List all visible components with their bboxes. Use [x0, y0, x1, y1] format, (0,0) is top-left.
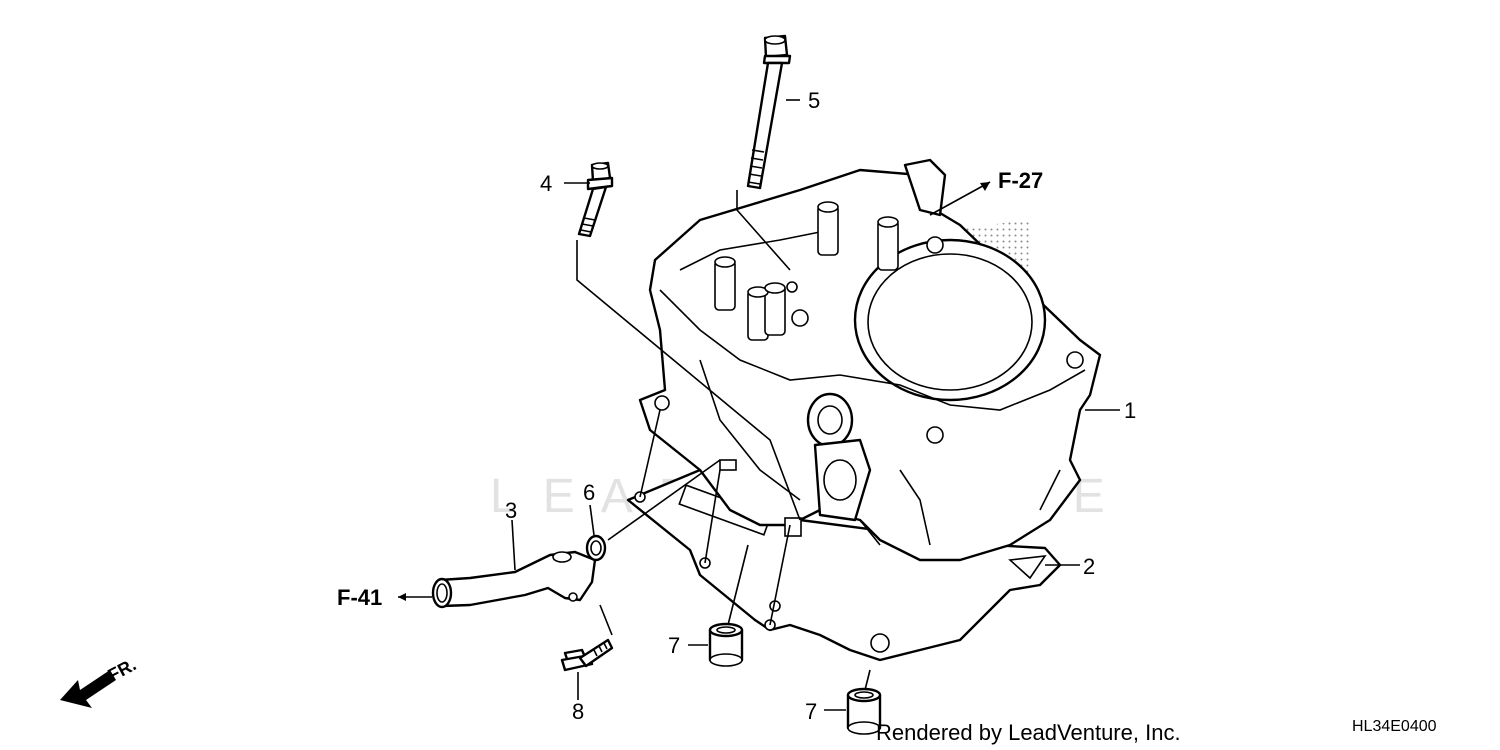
footer-credit: Rendered by LeadVenture, Inc. [876, 720, 1181, 745]
callout-7-upper[interactable]: 7 [668, 633, 680, 658]
callout-1[interactable]: 1 [1124, 398, 1136, 423]
leader-lines [398, 99, 1120, 711]
reference-f27[interactable]: F-27 [998, 168, 1043, 193]
callout-labels: 1 2 3 4 5 6 7 7 8 [505, 88, 1136, 724]
callout-6[interactable]: 6 [583, 480, 595, 505]
short-bolt-lower[interactable] [560, 638, 614, 672]
diagram-code: HL34E0400 [1352, 718, 1437, 735]
callout-8[interactable]: 8 [572, 699, 584, 724]
long-bolt[interactable] [746, 34, 792, 190]
water-joint-pipe[interactable] [431, 550, 597, 609]
dowel-pin-upper[interactable] [708, 622, 744, 667]
front-direction-indicator: FR. [60, 654, 139, 708]
callout-4[interactable]: 4 [540, 171, 552, 196]
cylinder-base-gasket[interactable] [626, 468, 1062, 662]
dowel-pin-lower[interactable] [846, 687, 882, 735]
callout-5[interactable]: 5 [808, 88, 820, 113]
cylinder-block[interactable] [638, 158, 1102, 562]
reference-f41[interactable]: F-41 [337, 585, 382, 610]
callout-2[interactable]: 2 [1083, 554, 1095, 579]
short-bolt-upper[interactable] [577, 161, 614, 238]
o-ring[interactable] [585, 534, 607, 562]
front-arrow-icon [60, 670, 116, 708]
callout-3[interactable]: 3 [505, 498, 517, 523]
callout-7-lower[interactable]: 7 [805, 699, 817, 724]
